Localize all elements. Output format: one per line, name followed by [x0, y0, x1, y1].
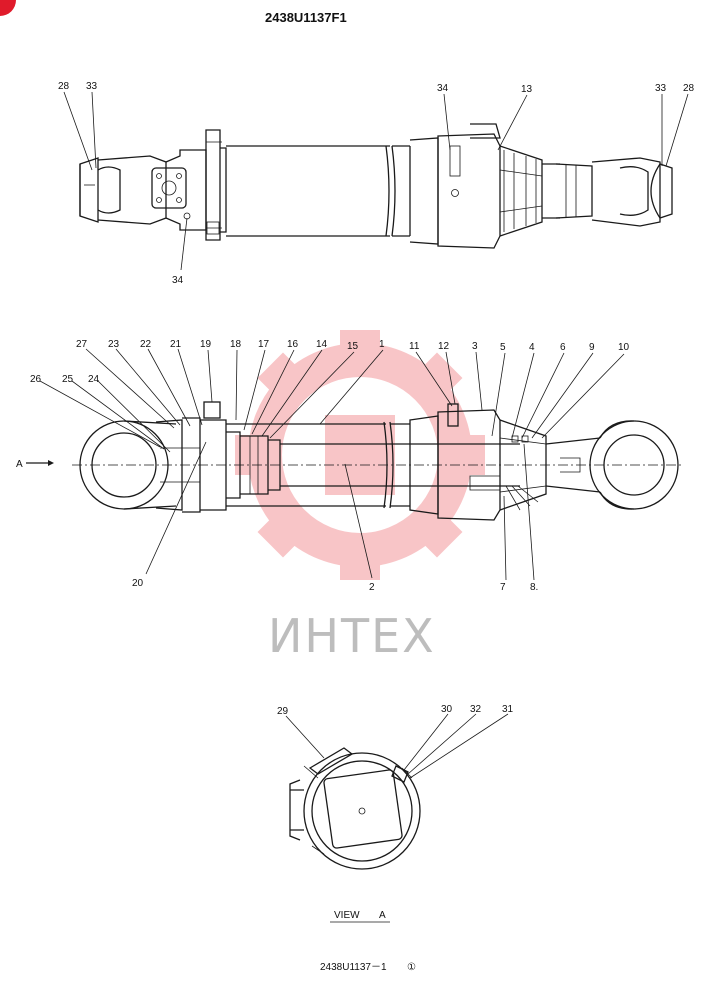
callout-label: 26	[30, 374, 42, 385]
top-view-callouts: 28 33 34 13 33 28 34	[58, 81, 695, 286]
watermark-text: ИНТЕХ	[268, 609, 436, 663]
callout-label: 16	[287, 339, 299, 350]
callout-label: 29	[277, 706, 289, 717]
callout-label: 7	[500, 582, 506, 593]
callout-label: 33	[86, 81, 98, 92]
callout-label: 2	[369, 582, 375, 593]
callout-label: 20	[132, 578, 144, 589]
section-view-callouts-bottom: 20 2 7 8.	[132, 441, 538, 593]
callout-label: 15	[347, 341, 359, 352]
callout-label: 34	[172, 275, 184, 286]
callout-label: 11	[409, 341, 420, 352]
callout-label: 34	[437, 83, 449, 94]
cylinder-section-view	[72, 401, 684, 521]
drawing-number: 2438U1137F1	[265, 10, 347, 25]
callout-label: 4	[529, 342, 535, 353]
callout-label: 14	[316, 339, 328, 350]
view-arrow-label: A	[16, 459, 23, 470]
callout-label: 21	[170, 339, 182, 350]
callout-label: 18	[230, 339, 242, 350]
callout-label: 31	[502, 704, 514, 715]
watermark-logo-icon	[235, 330, 485, 580]
view-a-arrow: A	[16, 459, 54, 470]
corner-mark-icon	[0, 0, 16, 16]
callout-label: 1	[379, 339, 385, 350]
cylinder-top-view	[79, 123, 673, 249]
callout-label: 28	[58, 81, 70, 92]
section-view-callouts-top: 27 23 22 21 19 18 17 16 14 15 1 11 12 3 …	[76, 339, 630, 439]
section-view-callouts-left: 26 25 24	[30, 374, 171, 453]
view-a-end-view	[289, 747, 421, 870]
callout-label: 5	[500, 342, 506, 353]
callout-label: 17	[258, 339, 270, 350]
footer-code: 2438U1137－1	[320, 962, 387, 973]
callout-label: 13	[521, 84, 533, 95]
callout-label: 12	[438, 341, 450, 352]
callout-label: 30	[441, 704, 453, 715]
callout-label: 6	[560, 342, 566, 353]
view-caption-letter: A	[379, 910, 386, 921]
view-a-callouts: 29 30 32 31	[277, 704, 514, 779]
callout-label: 25	[62, 374, 74, 385]
callout-label: 27	[76, 339, 88, 350]
callout-label: 3	[472, 341, 478, 352]
callout-label: 9	[589, 342, 595, 353]
callout-label: 10	[618, 342, 630, 353]
view-caption: VIEW	[334, 910, 360, 921]
callout-label: 24	[88, 374, 100, 385]
callout-label: 33	[655, 83, 667, 94]
footer-revision: ①	[407, 962, 416, 973]
callout-label: 22	[140, 339, 152, 350]
callout-label: 23	[108, 339, 120, 350]
callout-label: 28	[683, 83, 695, 94]
callout-label: 19	[200, 339, 212, 350]
callout-label: 32	[470, 704, 482, 715]
callout-label: 8.	[530, 582, 538, 593]
